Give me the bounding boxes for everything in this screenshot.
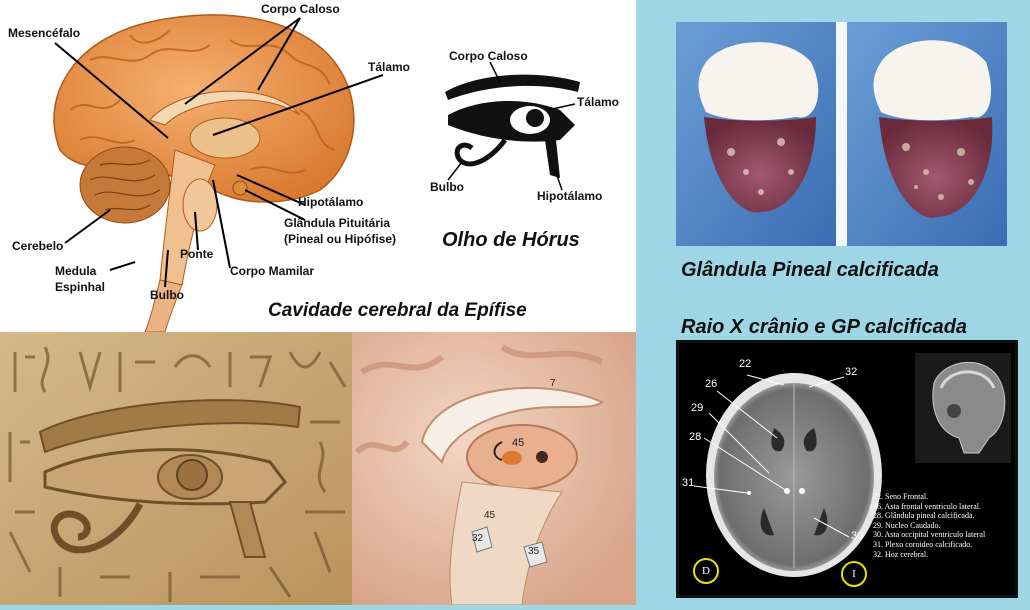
label-glandula-2: (Pineal ou Hipófise) xyxy=(284,232,397,246)
specimen-number-7: 7 xyxy=(550,378,556,389)
eye-leader-lines xyxy=(447,61,576,191)
label-hipotalamo: Hipotálamo xyxy=(298,195,364,209)
eye-label-hipotalamo: Hipotálamo xyxy=(537,189,603,203)
label-medula-2: Espinhal xyxy=(55,280,106,294)
eye-of-horus-relief xyxy=(0,332,352,605)
label-medula-1: Medula xyxy=(55,264,97,278)
ct-legend-item: 28. Glândula pineal calcificada. xyxy=(873,511,975,521)
ct-marker-i: I xyxy=(841,561,867,587)
hieroglyph-relief-panel xyxy=(0,332,352,605)
ct-number-29: 29 xyxy=(691,402,704,414)
brain-diagram-panel: Corpo Caloso Mesencéfalo Tálamo Hipotála… xyxy=(0,0,636,332)
label-bulbo: Bulbo xyxy=(150,288,184,302)
specimen-number-45a: 45 xyxy=(512,437,525,449)
label-cerebelo: Cerebelo xyxy=(12,239,64,253)
caption-glandula-calcificada: Glândula Pineal calcificada xyxy=(681,259,939,281)
label-talamo: Tálamo xyxy=(368,60,411,74)
ct-scan-panel: 22 32 26 29 28 31 30 D I xyxy=(676,340,1018,598)
caption-raio-x: Raio X crânio e GP calcificada xyxy=(681,316,968,338)
dissected-brain-panel: 7 45 6 45 32 35 xyxy=(352,332,636,605)
eye-label-corpo-caloso: Corpo Caloso xyxy=(449,49,528,63)
ct-number-31: 31 xyxy=(682,477,695,489)
brain-illustration xyxy=(53,14,580,332)
label-mesencefalo: Mesencéfalo xyxy=(8,26,81,40)
ct-legend-item: 31. Plexo coroideo calcificado. xyxy=(873,539,973,549)
ct-number-28: 28 xyxy=(689,431,702,443)
lateral-xray-inset xyxy=(915,353,1011,463)
label-corpo-mamilar: Corpo Mamilar xyxy=(230,264,315,278)
ct-legend-item: 29. Nucleo Caudado. xyxy=(873,520,941,530)
eye-label-bulbo: Bulbo xyxy=(430,180,464,194)
label-glandula-1: Glândula Pituitária xyxy=(284,216,391,230)
caption-cavidade: Cavidade cerebral da Epífise xyxy=(268,300,527,321)
dissected-brain-photo xyxy=(352,332,636,605)
specimen-number-32: 32 xyxy=(472,533,484,544)
specimen-number-45b: 45 xyxy=(484,510,496,521)
specimen-number-35: 35 xyxy=(528,546,540,557)
ct-legend-item: 26. Asta frontal ventriculo lateral. xyxy=(873,501,981,511)
ct-number-30: 30 xyxy=(851,530,864,542)
ct-number-32: 32 xyxy=(845,366,858,378)
ct-marker-d: D xyxy=(693,558,719,584)
eye-of-horus-drawing xyxy=(445,74,580,178)
ct-legend-item: 32. Hoz cerebral. xyxy=(873,549,929,559)
label-ponte: Ponte xyxy=(180,247,214,261)
pineal-photos-panel xyxy=(676,22,1007,246)
ct-legend-item: 22. Seno Frontal. xyxy=(873,492,929,501)
pineal-photo-pair xyxy=(676,22,1007,246)
caption-olho-de-horus: Olho de Hórus xyxy=(442,229,580,251)
ct-scan-image xyxy=(679,343,1015,595)
label-corpo-caloso: Corpo Caloso xyxy=(261,2,340,16)
eye-label-talamo: Tálamo xyxy=(577,95,620,109)
ct-number-22: 22 xyxy=(739,358,752,370)
leader-lines xyxy=(54,17,384,288)
ct-number-26: 26 xyxy=(705,378,718,390)
specimen-number-6: 6 xyxy=(539,450,545,461)
cerebellum xyxy=(79,146,171,224)
ct-legend: 22. Seno Frontal. 26. Asta frontal ventr… xyxy=(873,492,985,559)
ct-legend-item: 30. Asta occipital ventriculo lateral xyxy=(873,530,986,540)
